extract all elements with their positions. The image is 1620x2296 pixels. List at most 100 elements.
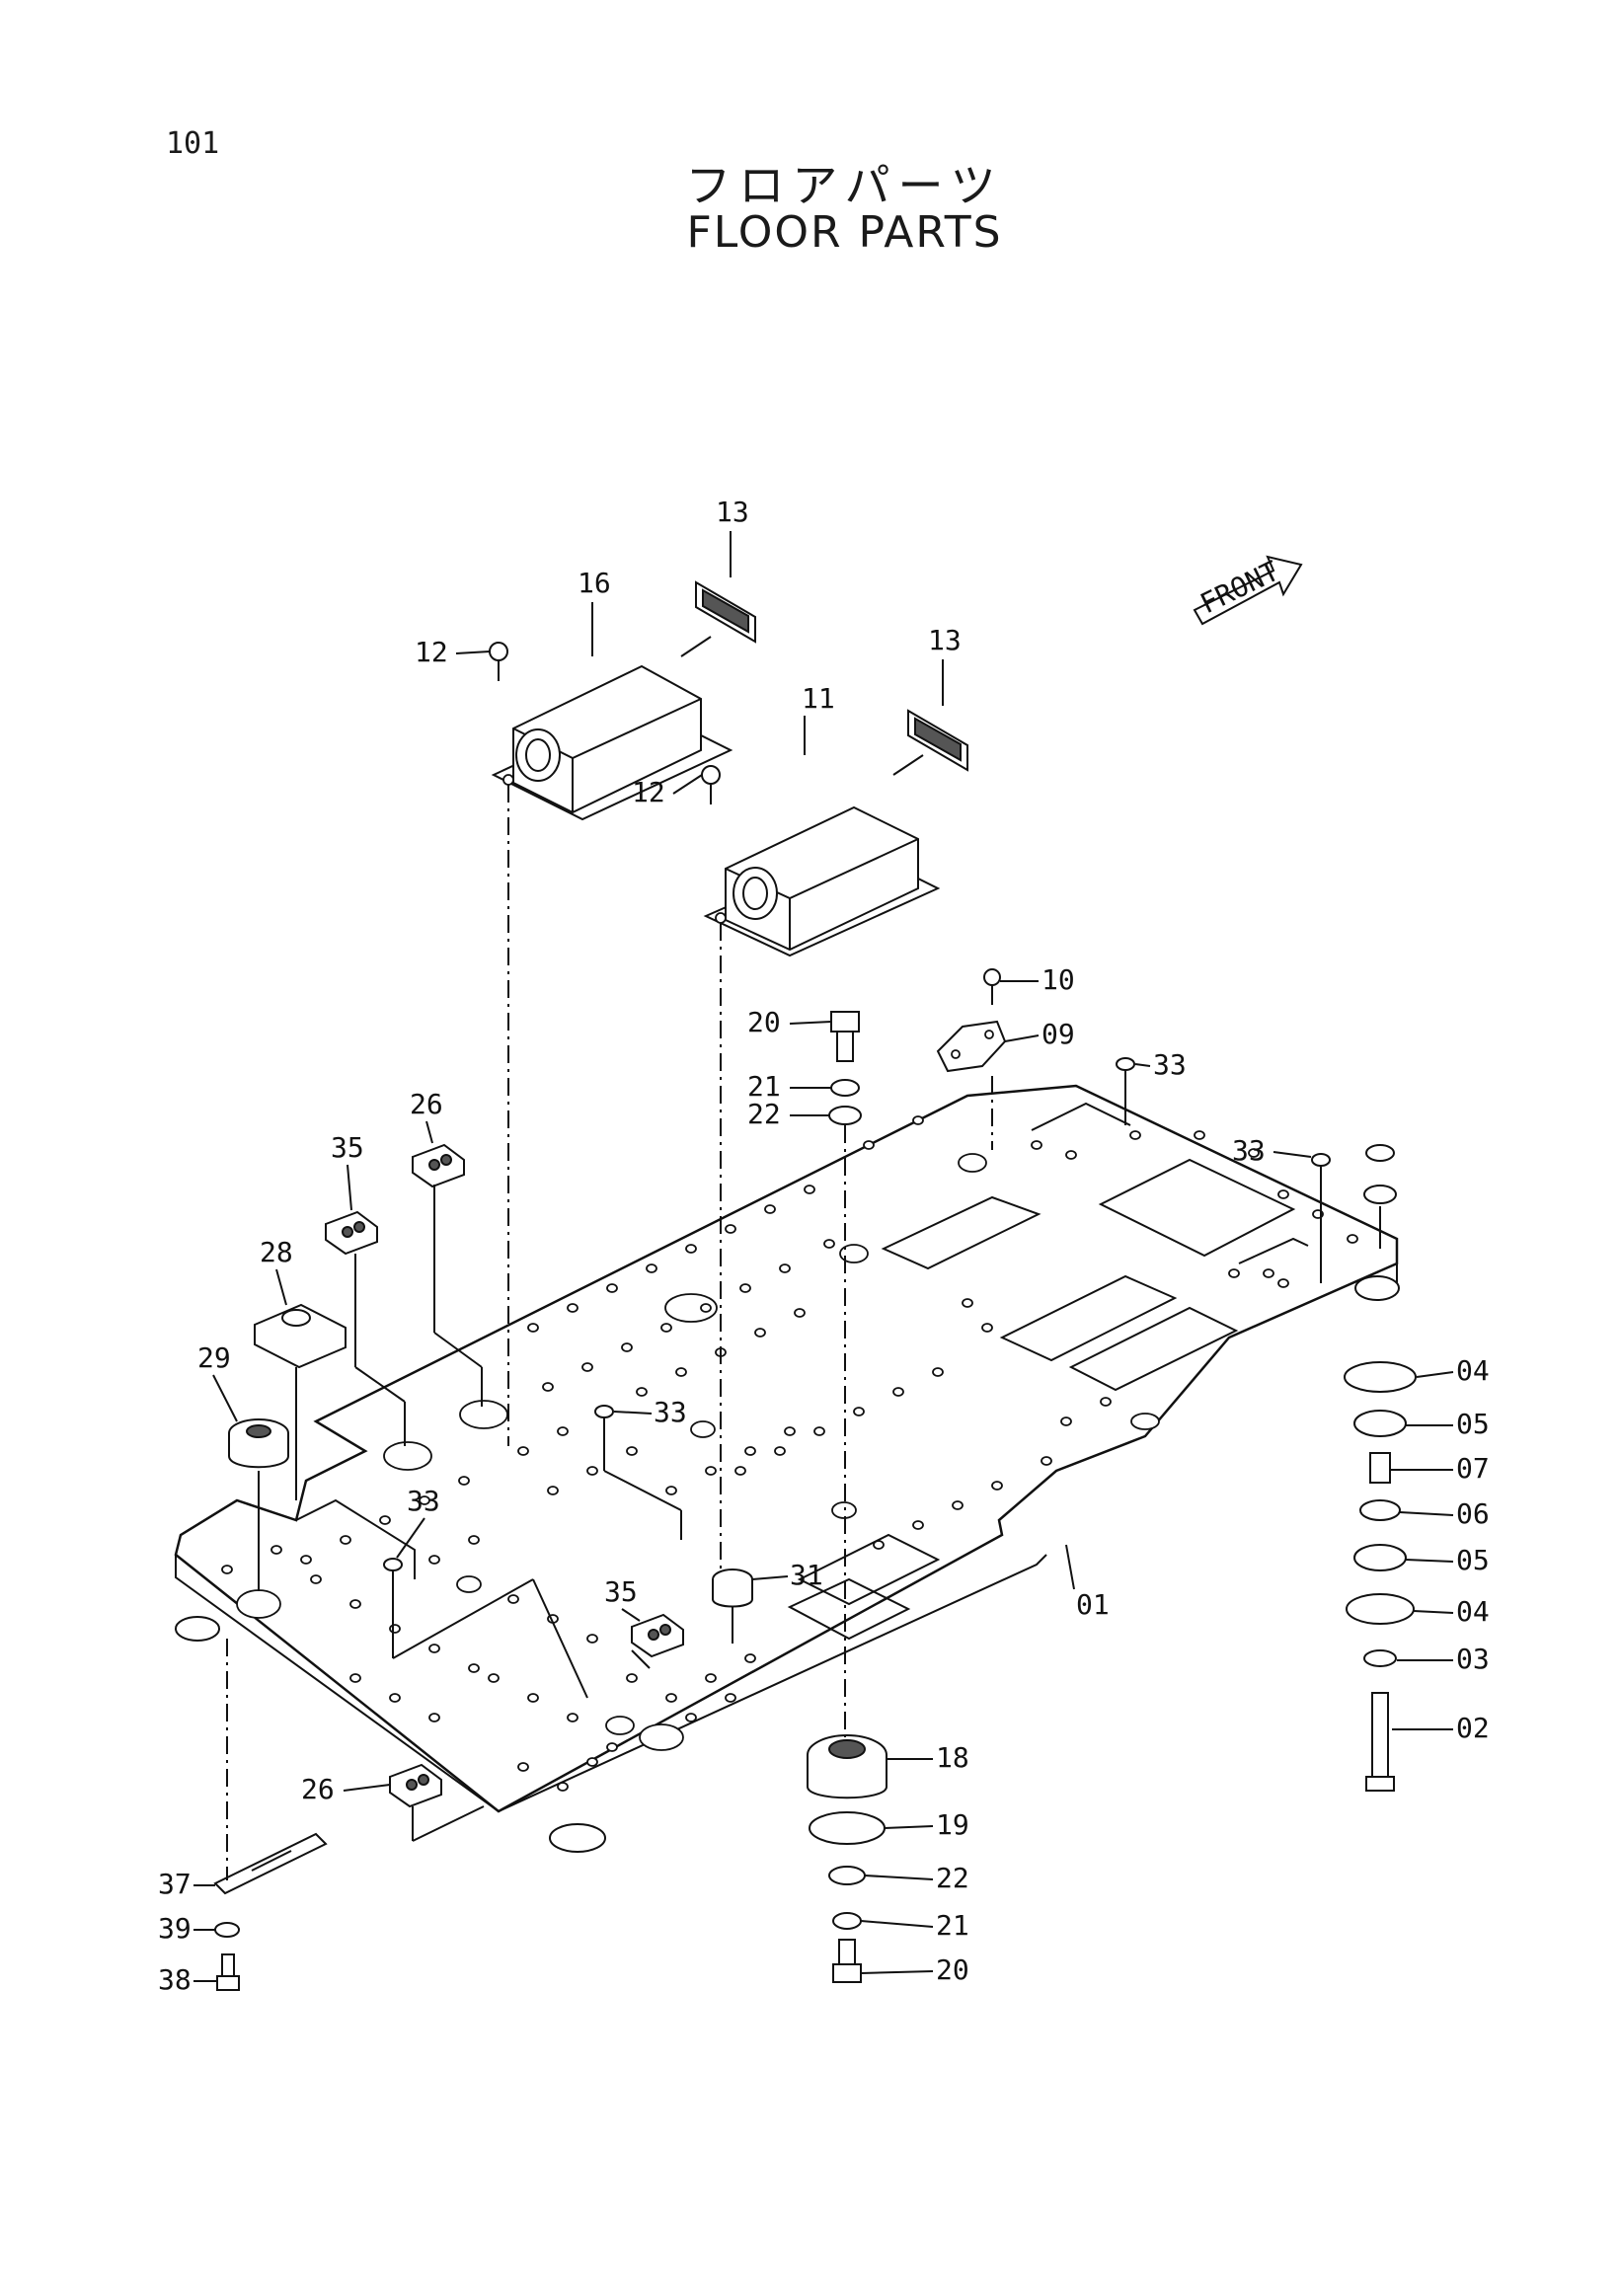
- callout-05: 05: [1456, 1408, 1490, 1440]
- lock-washer-21-lower: [832, 1912, 862, 1930]
- callout-09: 09: [1041, 1018, 1075, 1050]
- mounting-hole: [557, 1782, 569, 1792]
- mounting-hole: [873, 1540, 885, 1550]
- grommet-35-upper: [325, 1210, 378, 1256]
- callout-leader-33: [1273, 1151, 1312, 1158]
- callout-leader-35: [621, 1608, 641, 1622]
- callout-13: 13: [928, 624, 962, 656]
- mounting-hole: [725, 1224, 736, 1234]
- mounting-hole: [912, 1115, 924, 1125]
- callout-20: 20: [747, 1006, 781, 1038]
- mounting-hole: [1060, 1416, 1072, 1426]
- control-box-11: [703, 805, 941, 957]
- screw-33-d: [383, 1558, 403, 1584]
- callout-leader-20: [860, 1970, 934, 1974]
- mounting-hole: [221, 1565, 233, 1574]
- plate-feet: [175, 1275, 1400, 1853]
- washer-06: [1359, 1499, 1401, 1521]
- callout-31: 31: [790, 1559, 823, 1591]
- callout-13: 13: [716, 496, 749, 528]
- callout-06: 06: [1456, 1497, 1490, 1530]
- callout-leader-26: [425, 1120, 433, 1144]
- title-english: FLOOR PARTS: [686, 207, 1003, 258]
- mounting-hole: [517, 1762, 529, 1772]
- screw-33-c: [594, 1405, 614, 1431]
- mounting-hole: [705, 1466, 717, 1476]
- mounting-hole: [804, 1185, 815, 1194]
- callout-35: 35: [604, 1575, 638, 1608]
- mounting-hole: [557, 1426, 569, 1436]
- mounting-hole: [606, 1283, 618, 1293]
- washer-22-upper: [828, 1106, 862, 1125]
- callout-16: 16: [578, 567, 611, 599]
- mounting-hole: [705, 1673, 717, 1683]
- mounting-hole: [744, 1653, 756, 1663]
- mounting-hole: [932, 1367, 944, 1377]
- grommet-29: [228, 1418, 289, 1469]
- callout-26: 26: [301, 1773, 335, 1805]
- mounting-hole: [428, 1713, 440, 1722]
- control-box-16: [491, 664, 733, 821]
- callout-04: 04: [1456, 1595, 1490, 1628]
- washer-22-lower: [828, 1866, 866, 1885]
- callout-22: 22: [936, 1862, 969, 1894]
- callout-leader-12: [455, 651, 491, 654]
- mounting-hole: [739, 1283, 751, 1293]
- mounting-hole: [1263, 1268, 1274, 1278]
- callout-21: 21: [747, 1070, 781, 1103]
- mounting-hole: [813, 1426, 825, 1436]
- screw-33-a: [1116, 1057, 1135, 1084]
- mounting-hole: [685, 1244, 697, 1254]
- mounting-hole: [517, 1446, 529, 1456]
- callout-22: 22: [747, 1098, 781, 1130]
- connector-13-upper: [680, 580, 756, 657]
- mounting-hole: [1228, 1268, 1240, 1278]
- connector-13-lower: [892, 709, 968, 776]
- mounting-hole: [507, 1594, 519, 1604]
- mounting-hole: [1194, 1130, 1205, 1140]
- callout-leader-01: [1065, 1544, 1075, 1590]
- bolt-12-left: [489, 642, 508, 681]
- callout-33: 33: [1153, 1048, 1187, 1081]
- mounting-hole: [646, 1263, 657, 1273]
- mounting-hole: [660, 1323, 672, 1333]
- callout-leader-22: [864, 1875, 934, 1880]
- mounting-hole: [626, 1673, 638, 1683]
- mounting-hole: [581, 1362, 593, 1372]
- callout-39: 39: [158, 1912, 192, 1945]
- mounting-hole: [567, 1713, 579, 1722]
- callout-26: 26: [410, 1088, 443, 1120]
- mounting-hole: [685, 1713, 697, 1722]
- washer-04-bottom: [1346, 1593, 1415, 1625]
- mounting-hole: [784, 1426, 796, 1436]
- mounting-hole: [1277, 1189, 1289, 1199]
- mounting-hole: [468, 1535, 480, 1545]
- callout-leader-29: [212, 1374, 238, 1422]
- callout-02: 02: [1456, 1712, 1490, 1744]
- mounting-hole: [542, 1382, 554, 1392]
- callout-03: 03: [1456, 1643, 1490, 1675]
- callout-leader-04: [1413, 1610, 1454, 1614]
- callout-33: 33: [1232, 1134, 1266, 1167]
- cover-plate-09: [936, 968, 1007, 1073]
- mounting-hole: [300, 1555, 312, 1565]
- callout-04: 04: [1456, 1354, 1490, 1387]
- mounting-hole: [340, 1535, 351, 1545]
- mounting-hole: [349, 1673, 361, 1683]
- mounting-hole: [547, 1486, 559, 1495]
- assembly-lines: [226, 785, 1381, 1880]
- grommet-26-lower: [389, 1763, 442, 1808]
- mounting-hole: [892, 1387, 904, 1397]
- callout-leader-04: [1416, 1371, 1454, 1378]
- callout-leader-35: [347, 1164, 352, 1211]
- callout-leader-12: [672, 774, 703, 795]
- mounting-hole: [764, 1204, 776, 1214]
- mounting-hole: [700, 1303, 712, 1313]
- bolt-38: [216, 1953, 240, 1991]
- callout-leader-33: [1134, 1063, 1151, 1067]
- mounting-hole: [744, 1446, 756, 1456]
- right-mount-stack: [1344, 1144, 1417, 1792]
- mount-05-bottom: [1353, 1544, 1407, 1571]
- mounting-hole: [310, 1574, 322, 1584]
